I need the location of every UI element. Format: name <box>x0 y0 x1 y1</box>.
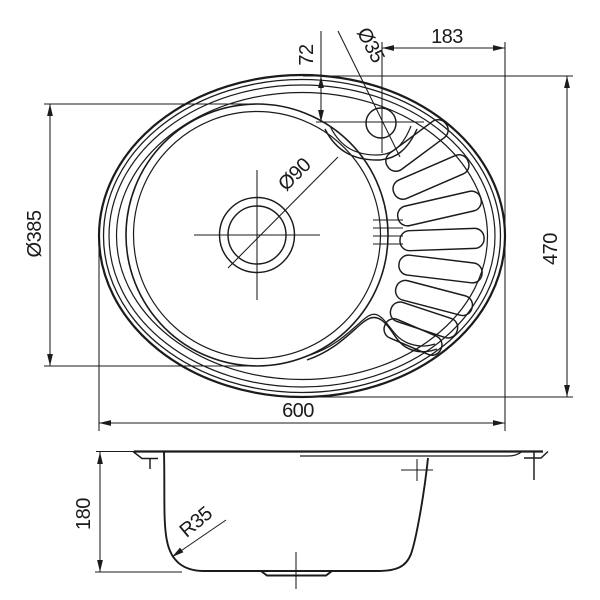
sink-rim-inner-edge <box>102 78 502 394</box>
dim-label-r35: R35 <box>176 502 217 542</box>
drainboard-ribs <box>383 118 485 356</box>
side-drainboard-underside <box>300 451 523 457</box>
arrowhead <box>564 76 570 88</box>
dimension-overall-depth <box>303 75 573 398</box>
dim-label-470: 470 <box>540 233 562 265</box>
arrowhead <box>97 560 103 572</box>
dim-label-385: Ø385 <box>24 210 46 257</box>
arrowhead <box>172 547 184 557</box>
top-view <box>44 30 573 431</box>
dim-label-90: Ø90 <box>274 154 315 195</box>
arrowhead <box>318 76 324 88</box>
bowl-section-profile <box>163 451 429 572</box>
faucet-hole <box>316 30 424 158</box>
faucet-hole-circle <box>365 107 397 139</box>
faucet-neck-curve-inner <box>329 125 412 156</box>
dimension-labels: 600 470 Ø385 72 183 Ø35 Ø90 180 R35 <box>24 24 562 542</box>
dim-label-180: 180 <box>73 498 95 530</box>
dimension-overall-length <box>98 42 506 431</box>
arrowhead <box>99 420 111 426</box>
dimension-bowl-diameter <box>44 103 260 367</box>
drainboard-rib <box>396 190 483 227</box>
drain-hole <box>194 156 339 300</box>
dim-label-35: Ø35 <box>352 24 389 67</box>
deck-inner-edge <box>115 91 489 381</box>
arrowhead <box>318 110 324 122</box>
bowl-inner-edge <box>132 110 382 360</box>
faucet-diameter-leader <box>337 30 401 158</box>
drainboard-s-curve <box>306 316 438 361</box>
drain-diameter-leader <box>227 156 339 269</box>
left-mounting-clip <box>132 450 158 469</box>
overflow-hatch-marks <box>373 219 403 245</box>
drainboard-rib <box>394 279 474 317</box>
arrowhead <box>97 452 103 464</box>
arrowhead <box>493 420 505 426</box>
dim-label-600: 600 <box>282 400 314 422</box>
drainboard-rib <box>392 154 470 200</box>
drainboard-rib <box>383 318 443 356</box>
dim-label-183: 183 <box>431 26 463 48</box>
arrowhead <box>382 45 394 51</box>
arrowhead <box>493 45 505 51</box>
faucet-neck-curve <box>324 128 418 161</box>
dim-label-72: 72 <box>296 44 318 66</box>
right-mounting-clip <box>524 450 549 480</box>
drainboard-rib <box>385 118 449 172</box>
drainboard-rib <box>399 227 485 252</box>
drainboard-s-curve-inner <box>309 313 436 356</box>
arrowhead <box>47 354 53 366</box>
deck-edge <box>108 84 496 388</box>
side-view <box>95 450 549 589</box>
arrowhead <box>47 104 53 116</box>
sink-outer-rim <box>97 73 507 399</box>
dimension-arrowheads <box>47 45 570 572</box>
drainboard-rib <box>398 254 483 284</box>
arrowhead <box>564 385 570 397</box>
